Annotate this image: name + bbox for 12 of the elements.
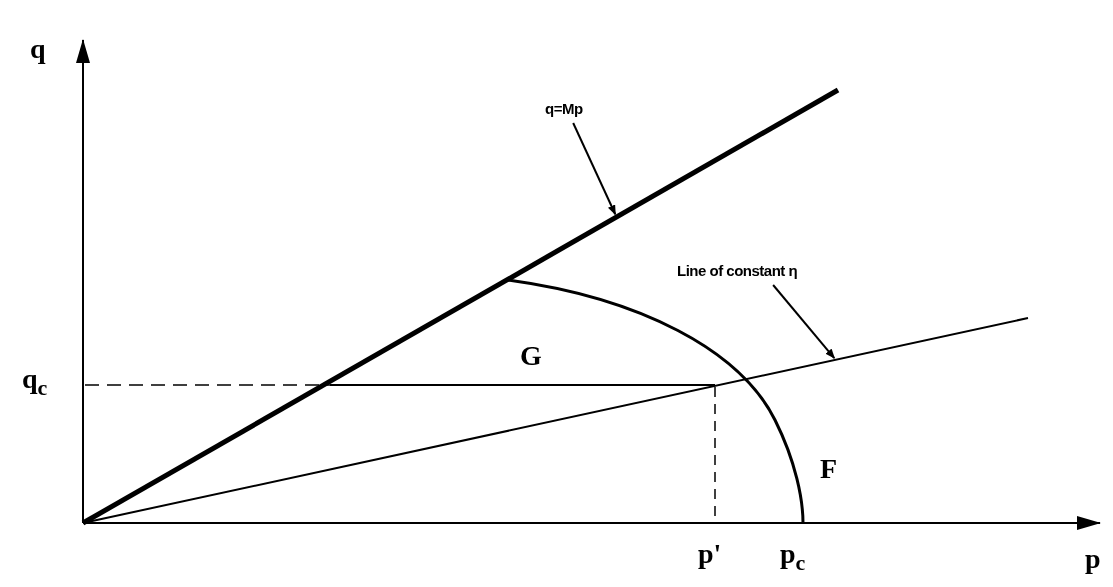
axis-label: p xyxy=(1085,545,1101,573)
region-label: F xyxy=(820,455,838,483)
line-label: Line of constant η xyxy=(677,262,798,280)
axis-value-label: p$_{c}$ xyxy=(780,540,806,574)
axis-value-label: p' xyxy=(698,540,722,568)
leader-arrow xyxy=(772,284,836,359)
axis-value-label: q$_{c}$ xyxy=(22,365,48,399)
critical-state-line xyxy=(81,87,840,526)
axis-label: q xyxy=(30,35,46,63)
region-label: G xyxy=(520,342,542,370)
line-label: q=Mp xyxy=(545,100,583,118)
leader-arrow xyxy=(572,122,617,216)
